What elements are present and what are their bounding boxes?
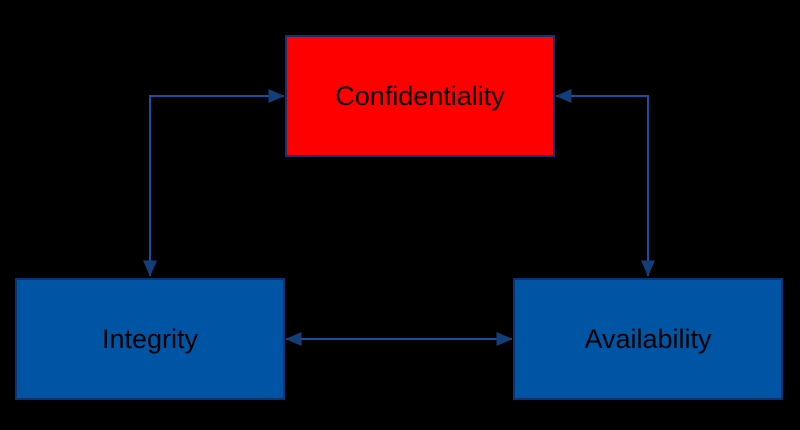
node-integrity: Integrity	[15, 278, 285, 400]
node-label-integrity: Integrity	[101, 323, 199, 354]
node-availability: Availability	[513, 278, 783, 400]
node-label-availability: Availability	[584, 323, 712, 354]
edge-confidentiality-integrity	[143, 89, 285, 277]
node-confidentiality: Confidentiality	[285, 35, 555, 157]
node-label-confidentiality: Confidentiality	[335, 80, 505, 111]
edge-confidentiality-availability	[555, 89, 655, 277]
